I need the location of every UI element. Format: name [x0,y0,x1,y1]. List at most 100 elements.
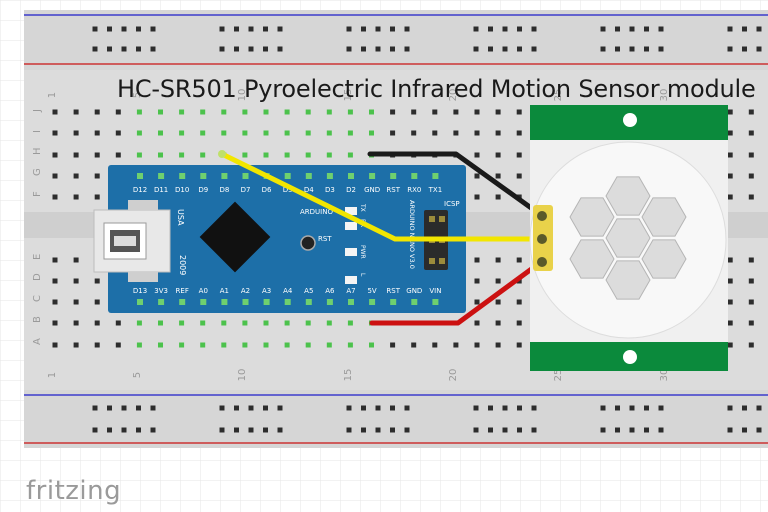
breadboard-hole [158,152,163,158]
breadboard-hole [516,257,522,263]
rail-hole [502,46,508,52]
rail-hole [644,427,649,433]
rail-hole [150,427,156,433]
breadboard-hole [305,152,311,158]
rail-hole [473,46,479,52]
rail-hole [263,26,268,32]
arduino-pin [200,299,207,305]
rail-hole [219,46,225,52]
breadboard-hole [432,342,438,348]
breadboard-hole [390,342,396,348]
breadboard-hole [94,278,100,284]
breadboard-hole [748,342,754,348]
arduino-pin-label: D6 [262,186,272,194]
breadboard-hole [52,278,58,284]
breadboard-hole [263,130,269,136]
breadboard-hole [136,342,142,348]
mount-hole-top [623,113,637,127]
breadboard-hole [369,109,374,115]
breadboard-hole [136,130,142,136]
arduino-pin-label: D2 [346,186,356,194]
nano-label: ARDUINO NANO V3.0 [408,200,416,269]
breadboard-hole [495,173,501,179]
breadboard-hole [390,109,396,115]
breadboard-hole [158,130,163,136]
row-letter: D [32,273,43,281]
arduino-pin [369,173,376,179]
breadboard-hole [73,130,79,136]
lens-cell [605,176,651,216]
rail-hole [121,427,127,433]
breadboard-hole [73,278,79,284]
breadboard-hole [474,278,480,284]
breadboard-hole [94,173,100,179]
breadboard-hole [453,342,459,348]
arduino-nano[interactable]: RST ARDUINO USA 2009 TX RX PWR L ARDUINO… [93,165,466,313]
breadboard-hole [179,342,185,348]
arduino-pin-label: D9 [198,186,208,194]
breadboard-hole [347,152,353,158]
row-letter: G [32,168,43,176]
arduino-pin-label: D3 [325,186,335,194]
breadboard-hole [453,130,459,136]
ground-wire[interactable] [367,151,544,218]
usa-label: USA [176,209,185,226]
rail-hole [600,46,606,52]
rail-hole [756,405,762,411]
arduino-pin-label: 5V [367,287,376,295]
breadboard-hole [305,130,311,136]
rail-hole [629,26,635,32]
rail-hole [121,405,127,411]
breadboard-hole [474,173,480,179]
rail-hole [277,26,283,32]
breadboard-hole [221,130,227,136]
arduino-pin-label: A5 [304,287,313,295]
rail-hole [219,427,225,433]
rail-hole [629,405,635,411]
arduino-pin-label: D12 [133,186,147,194]
rail-hole [248,26,254,32]
signal-wire[interactable] [219,151,544,242]
breadboard-hole [495,278,501,284]
arduino-pin [390,299,397,305]
breadboard-hole [453,109,459,115]
breadboard-hole [495,257,501,263]
rail-hole [615,405,620,411]
breadboard-hole [727,109,733,115]
rail-hole [531,46,537,52]
arduino-pin-label: TX1 [428,186,443,194]
breadboard-hole [52,109,58,115]
arduino-pin [348,299,354,305]
reset-button[interactable] [300,235,316,251]
arduino-pin [158,173,165,179]
rail-hole [390,26,395,32]
breadboard-hole [221,320,227,326]
rail-hole [346,405,352,411]
arduino-pin-label: GND [364,186,380,194]
rail-hole [277,405,283,411]
breadboard-hole [347,109,353,115]
rail-hole [92,26,98,32]
power-wire[interactable] [369,259,544,326]
rail-hole [488,26,493,32]
column-number: 15 [343,89,354,102]
breadboard-hole [52,173,58,179]
breadboard-hole [748,320,754,326]
breadboard-hole [115,320,121,326]
breadboard-hole [495,299,501,305]
arduino-pin [432,173,439,179]
breadboard-hole [495,109,501,115]
breadboard-hole [242,342,248,348]
rail-hole [92,427,98,433]
rail-hole [517,427,522,433]
breadboard-hole [52,342,58,348]
arduino-pin-label: RX0 [407,186,421,194]
breadboard-hole [474,152,480,158]
breadboard-hole [94,342,100,348]
breadboard-hole [727,173,733,179]
arduino-pin-label: GND [406,287,422,295]
rail-hole [488,46,493,52]
rail-hole [531,427,537,433]
pir-sensor-module[interactable] [529,105,728,371]
